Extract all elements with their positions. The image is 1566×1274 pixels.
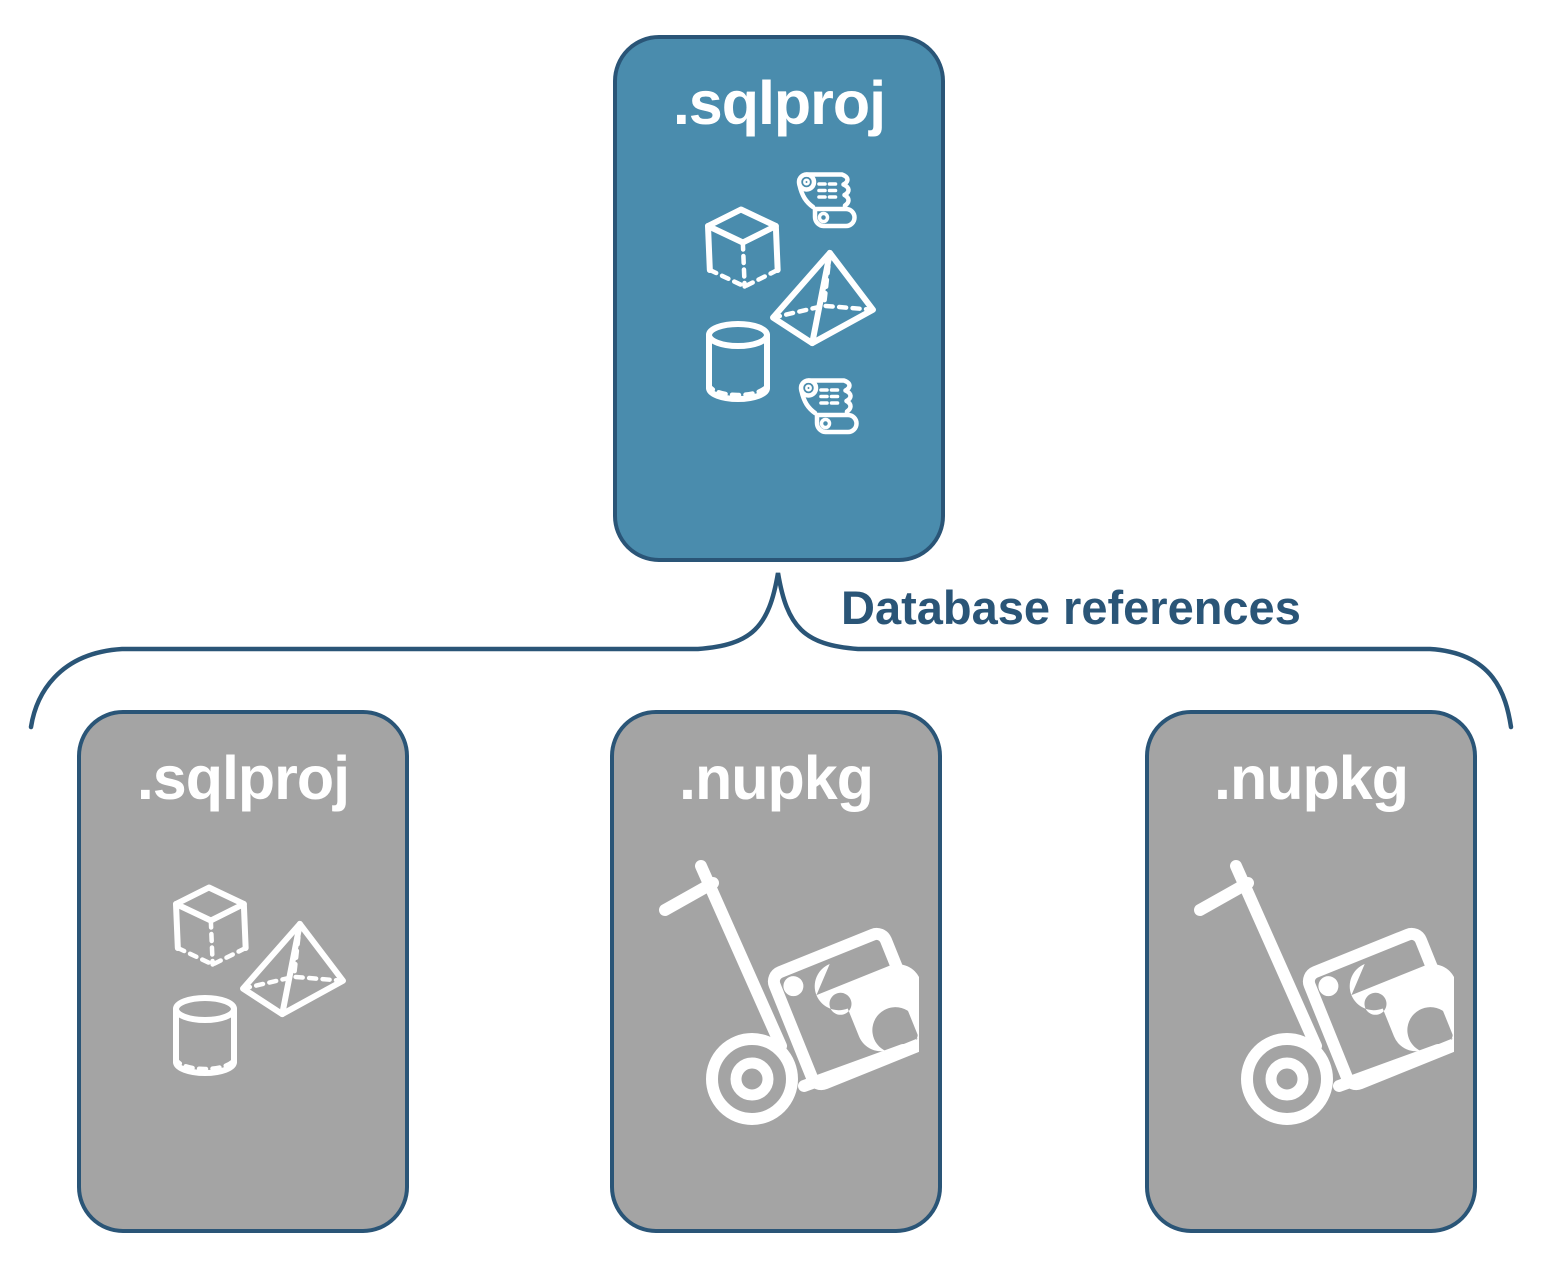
child-box-sqlproj: .sqlproj xyxy=(77,710,409,1233)
database-cylinder-icon xyxy=(702,320,774,404)
child-box-label: .nupkg xyxy=(1214,744,1409,812)
child-box-nupkg: .nupkg xyxy=(1145,710,1477,1233)
root-box-sqlproj: .sqlproj xyxy=(613,35,945,562)
nuget-package-handtruck-icon xyxy=(639,854,919,1184)
child-box-label: .nupkg xyxy=(679,744,874,812)
cube-icon xyxy=(165,880,253,972)
cube-icon xyxy=(697,202,785,294)
pyramid-icon xyxy=(239,920,347,1018)
script-scroll-icon xyxy=(795,375,861,441)
script-scroll-icon xyxy=(793,169,859,235)
root-box-label: .sqlproj xyxy=(672,69,886,137)
edge-label-database-references: Database references xyxy=(841,581,1301,634)
pyramid-icon xyxy=(769,249,877,347)
child-box-nupkg: .nupkg xyxy=(610,710,942,1233)
child-box-label: .sqlproj xyxy=(136,744,350,812)
database-cylinder-icon xyxy=(169,994,241,1078)
nuget-package-handtruck-icon xyxy=(1174,854,1454,1184)
